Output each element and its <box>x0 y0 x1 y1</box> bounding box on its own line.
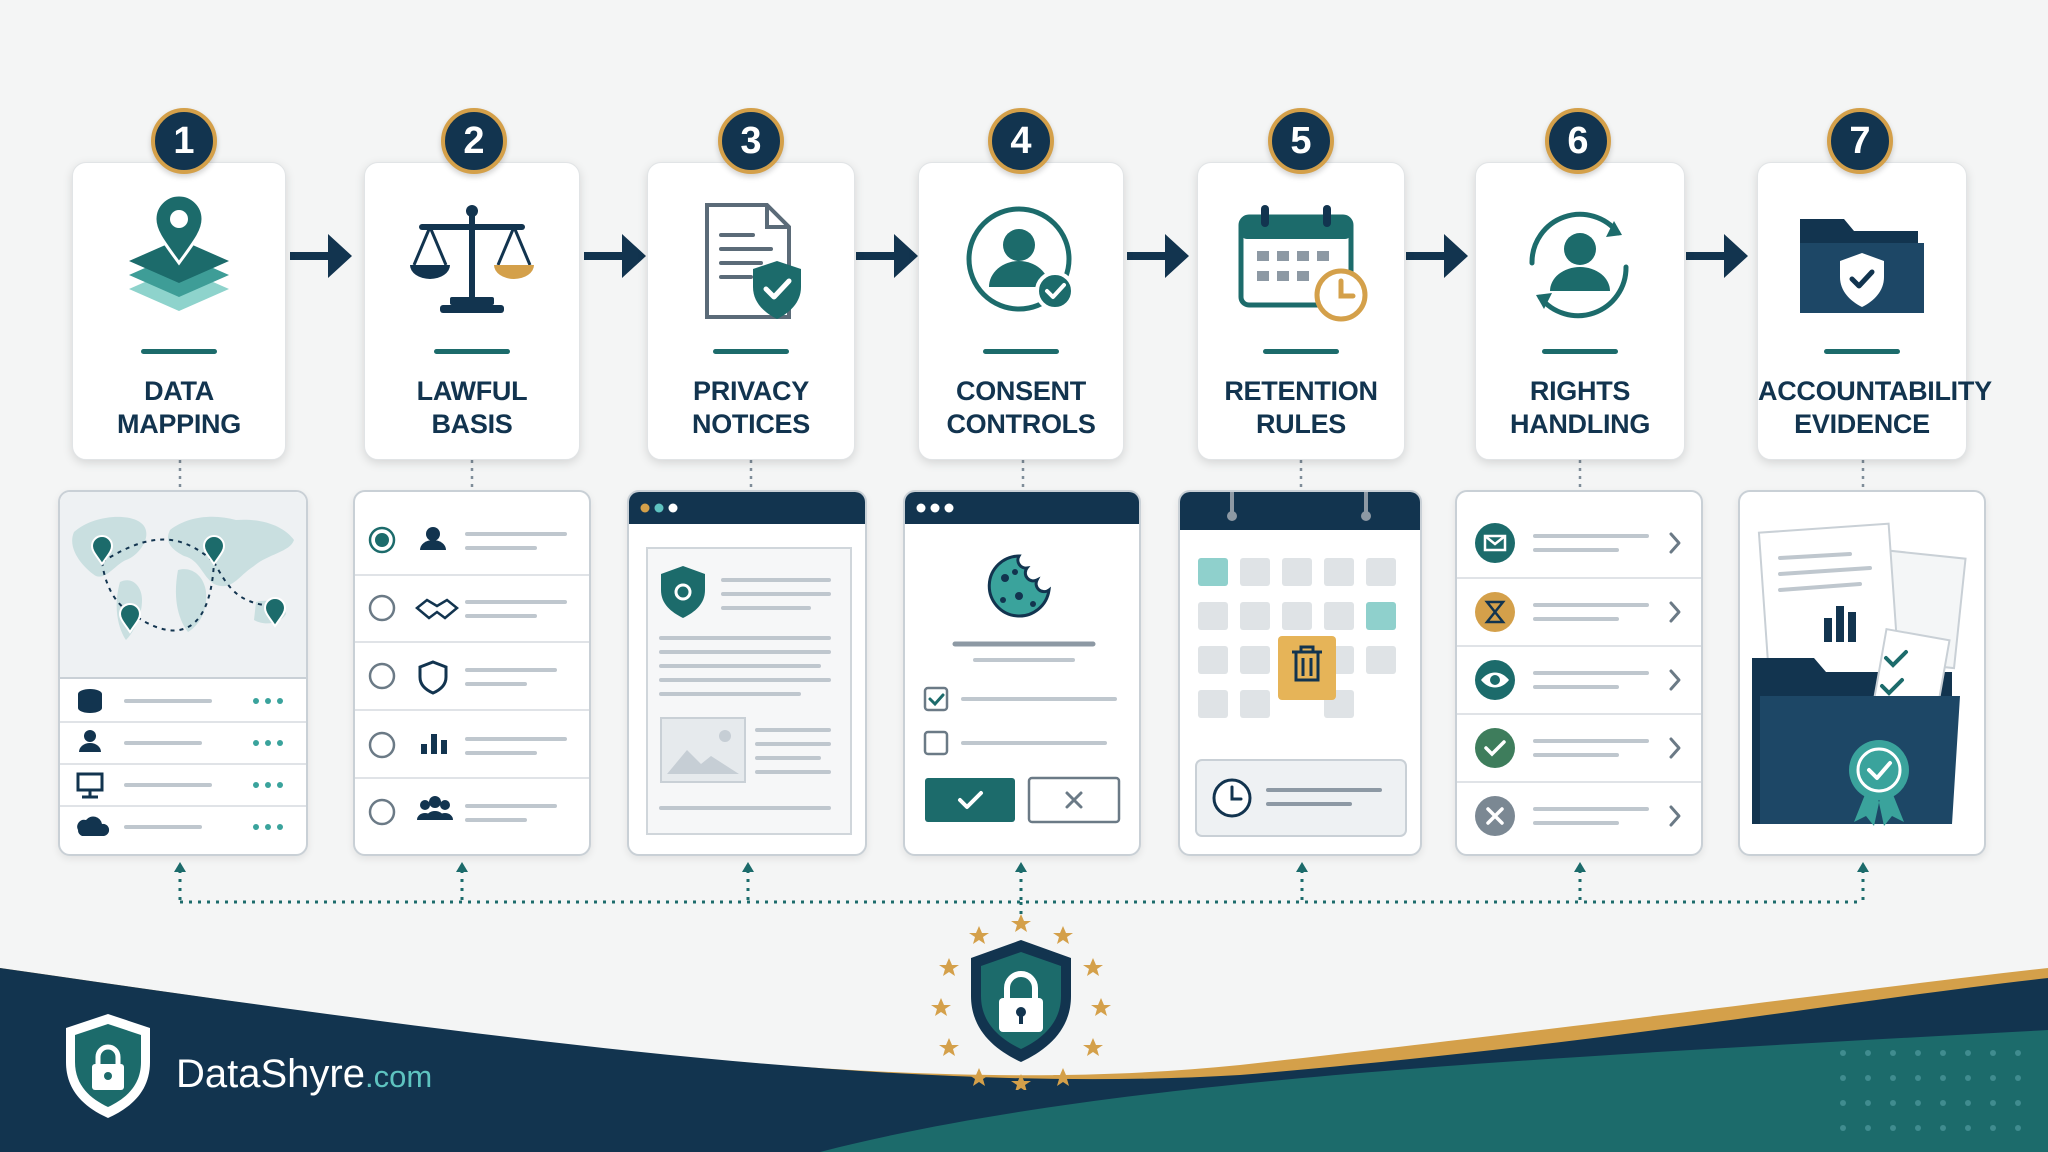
step-number-badge: 1 <box>151 108 217 174</box>
step-number-badge: 6 <box>1545 108 1611 174</box>
checkbox-checked <box>923 686 949 712</box>
group-icon <box>417 796 453 820</box>
dot-pattern <box>1840 1050 2021 1131</box>
folder-shield-icon <box>1800 219 1924 313</box>
eu-stars-shield-lock-icon <box>931 914 1111 1090</box>
title-divider <box>1824 349 1900 354</box>
brand-domain: .com <box>364 1059 433 1094</box>
step-number-badge: 7 <box>1827 108 1893 174</box>
user-check-icon <box>966 206 1075 312</box>
database-icon <box>78 689 102 713</box>
legal-basis-options <box>355 526 589 826</box>
panel-privacy-notice-page <box>627 490 867 856</box>
cookie-icon <box>987 554 1051 618</box>
world-map-illustration <box>60 492 306 836</box>
title-divider <box>713 349 789 354</box>
shield-lock-icon <box>66 1014 150 1118</box>
step-arrow-1 <box>290 234 352 278</box>
brand-name: DataShyre <box>176 1052 365 1096</box>
request-list <box>1457 523 1701 836</box>
calendar-clock-icon <box>1238 205 1368 322</box>
title-divider <box>1263 349 1339 354</box>
teal-wave <box>820 1030 2048 1152</box>
document-shield-icon <box>705 203 801 319</box>
step-arrow-5 <box>1406 234 1468 278</box>
bar-chart-icon <box>421 734 447 754</box>
chevron-right-icon <box>1669 532 1681 827</box>
radio-selected-dot <box>375 533 389 547</box>
panel-evidence-folder <box>1738 490 1986 856</box>
accept-button <box>925 778 1015 822</box>
panel-cookie-consent-dialog <box>903 490 1141 856</box>
panel-legal-basis-selector <box>353 490 591 856</box>
step-number-badge: 4 <box>988 108 1054 174</box>
consent-window <box>905 492 1139 824</box>
shield-icon <box>418 660 448 695</box>
step-arrow-4 <box>1127 234 1189 278</box>
browser-window <box>629 492 865 835</box>
step-number-badge: 5 <box>1268 108 1334 174</box>
evidence-folder-illustration <box>1752 522 1967 826</box>
handshake-icon <box>415 598 459 620</box>
chart-icon <box>1824 606 1856 642</box>
ribbon <box>1854 792 1904 826</box>
step-arrow-3 <box>856 234 918 278</box>
checkbox-unchecked <box>923 730 949 756</box>
scales-icon <box>410 205 534 313</box>
person-icon <box>420 527 446 550</box>
computer-icon <box>76 772 104 799</box>
radio-button <box>368 526 396 826</box>
user-cycle-icon <box>1529 211 1629 319</box>
map-pin-layers-icon <box>129 193 229 311</box>
title-divider <box>1542 349 1618 354</box>
cloud-icon <box>77 816 110 836</box>
step-number-badge: 2 <box>441 108 507 174</box>
check-circle-icon <box>1475 728 1515 768</box>
step-arrow-2 <box>584 234 646 278</box>
title-divider <box>141 349 217 354</box>
step-arrow-6 <box>1686 234 1748 278</box>
brand-wordmark[interactable]: DataShyre.com <box>176 1052 432 1097</box>
panel-request-list <box>1455 490 1703 856</box>
title-divider <box>434 349 510 354</box>
step-number-badge: 3 <box>718 108 784 174</box>
panel-retention-calendar <box>1178 490 1422 856</box>
panel-world-map-data-inventory <box>58 490 308 856</box>
retention-calendar <box>1180 492 1420 837</box>
user-icon <box>79 730 101 752</box>
title-divider <box>983 349 1059 354</box>
